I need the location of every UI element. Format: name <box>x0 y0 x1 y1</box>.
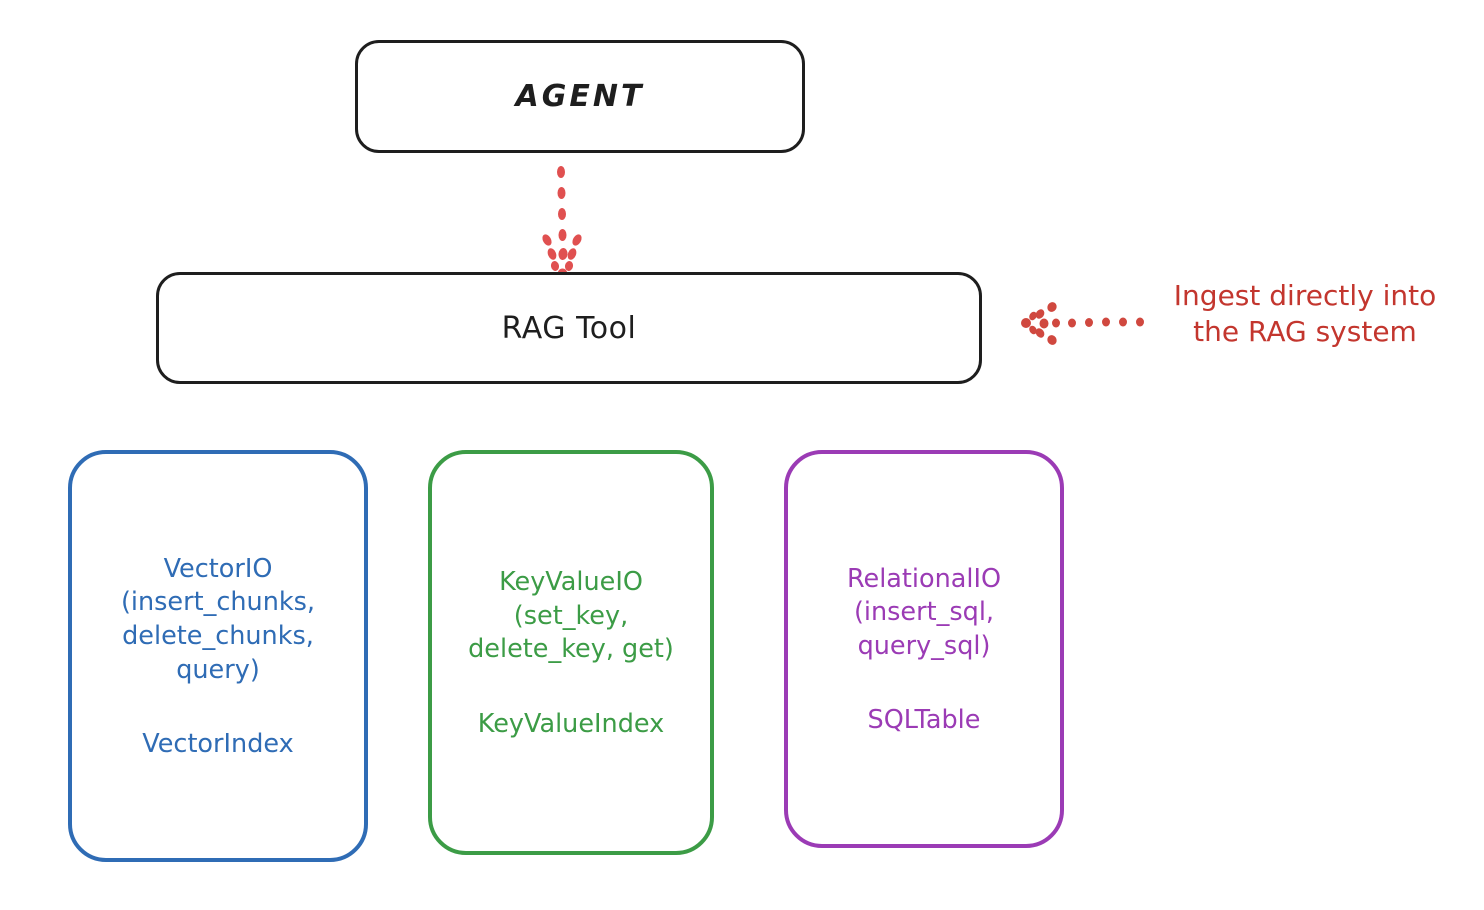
agent-node[interactable]: AGENT <box>355 40 805 153</box>
relational-io-api-label: RelationalIO (insert_sql, query_sql) <box>846 563 1002 661</box>
key-value-io-api-label: KeyValueIO (set_key, delete_key, get) <box>468 567 674 665</box>
ingest-annotation-text: Ingest directly into the RAG system <box>1173 279 1437 349</box>
agent-node-label: AGENT <box>515 79 645 114</box>
rag-tool-node-label: RAG Tool <box>501 310 637 346</box>
rag-tool-node[interactable]: RAG Tool <box>156 272 982 384</box>
vector-io-api-label: VectorIO (insert_chunks, delete_chunks, … <box>120 553 316 685</box>
sql-table-label: SQLTable <box>867 705 981 736</box>
agent-to-rag-arrow <box>542 166 582 280</box>
vector-io-card[interactable]: VectorIO (insert_chunks, delete_chunks, … <box>68 450 368 862</box>
key-value-io-card[interactable]: KeyValueIO (set_key, delete_key, get) Ke… <box>428 450 714 855</box>
key-value-index-label: KeyValueIndex <box>477 708 665 739</box>
ingest-arrow-icon <box>1021 302 1144 345</box>
vector-index-label: VectorIndex <box>142 729 294 760</box>
relational-io-card[interactable]: RelationalIO (insert_sql, query_sql) SQL… <box>784 450 1064 848</box>
